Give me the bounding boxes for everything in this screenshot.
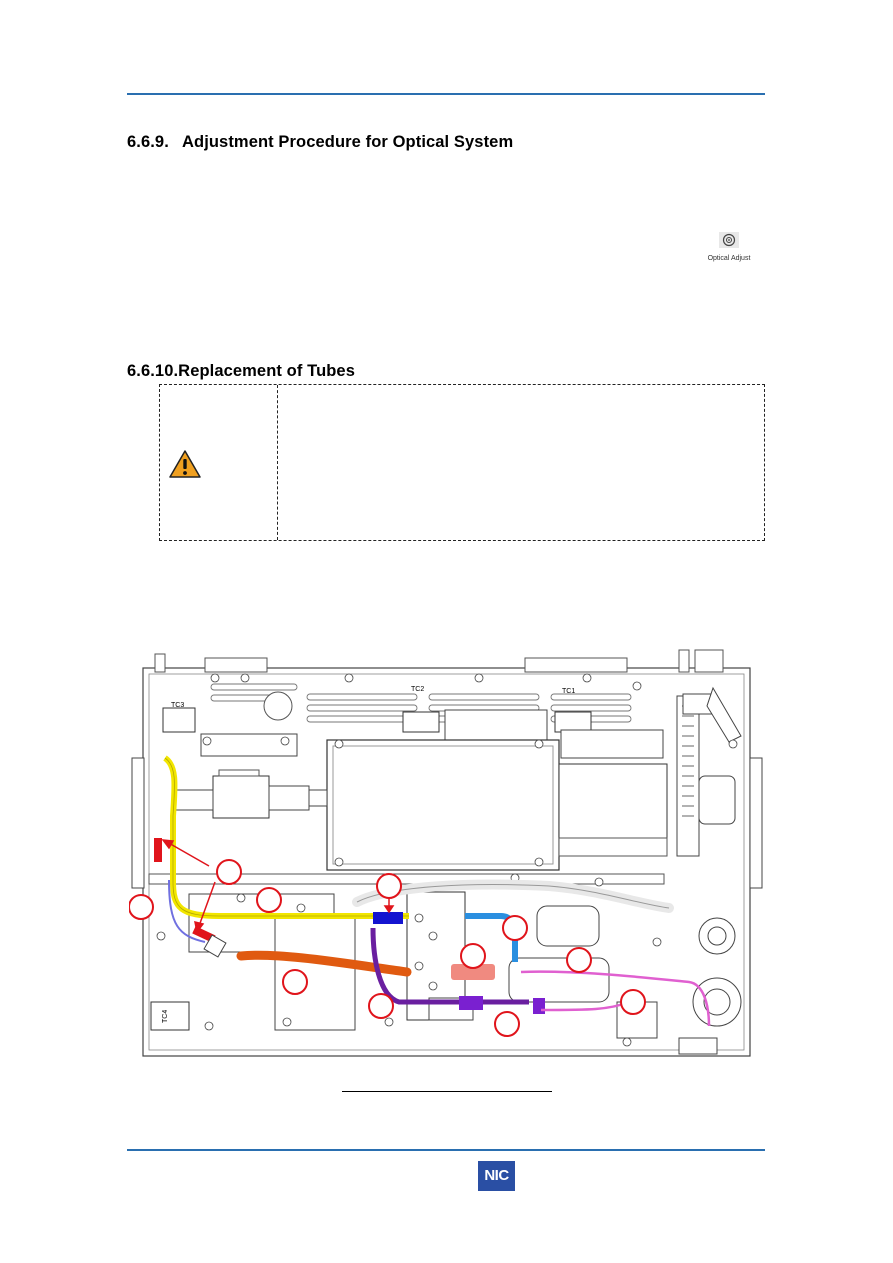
section-title: Adjustment Procedure for Optical System xyxy=(182,133,514,151)
footer-rule xyxy=(127,1149,765,1151)
warning-icon xyxy=(169,450,201,478)
section-heading-optical: 6.6.9. Adjustment Procedure for Optical S… xyxy=(127,133,513,152)
callout-arrows xyxy=(161,839,395,934)
tc1-label: TC1 xyxy=(562,688,575,695)
section-number: 6.6.10. xyxy=(127,362,179,380)
tc3-label: TC3 xyxy=(171,702,184,709)
purple-tube xyxy=(370,927,529,1005)
pink-tube xyxy=(520,970,711,1027)
callout-circles xyxy=(129,859,646,1037)
nic-logo: NIC xyxy=(478,1161,515,1191)
caution-box xyxy=(159,384,765,541)
section-heading-tubes: 6.6.10.Replacement of Tubes xyxy=(127,362,355,381)
tc4-label: TC4 xyxy=(162,1010,169,1023)
figure-caption-underline xyxy=(342,1091,552,1092)
red-fitting-upper xyxy=(154,838,162,862)
tc2-label: TC2 xyxy=(411,686,424,693)
salmon-tube xyxy=(451,964,495,980)
header-rule xyxy=(127,93,765,95)
tube-layout-figure: TC3 TC2 TC1 TC4 xyxy=(129,649,763,1057)
section-number: 6.6.9. xyxy=(127,133,169,151)
orange-tube xyxy=(236,950,412,977)
optical-adjust-icon xyxy=(719,232,739,248)
blue-fitting xyxy=(373,912,403,924)
optical-adjust-button[interactable]: Optical Adjust xyxy=(704,232,754,262)
thin-blue-tube xyxy=(168,879,206,943)
optical-adjust-label: Optical Adjust xyxy=(707,255,751,262)
section-title: Replacement of Tubes xyxy=(178,362,355,380)
purple-fitting xyxy=(459,996,483,1010)
caution-divider xyxy=(277,385,278,540)
